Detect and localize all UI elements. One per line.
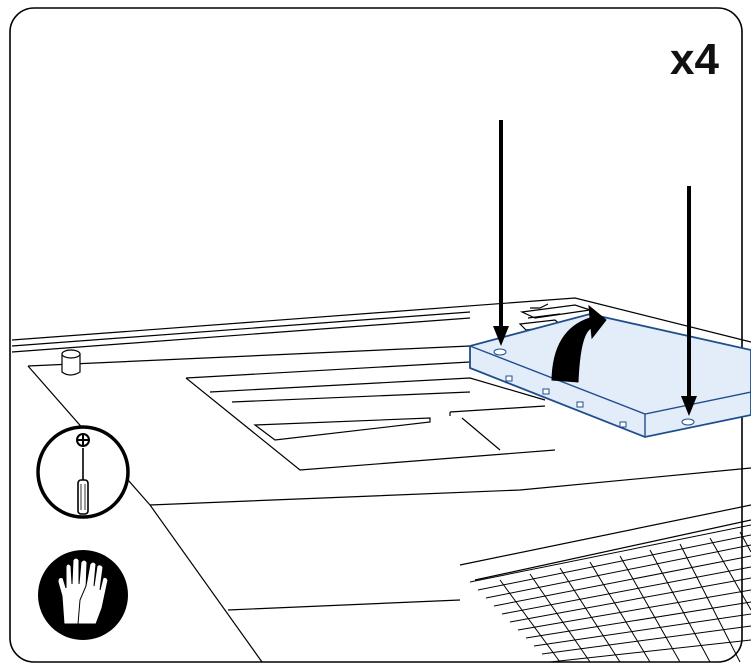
screw-arrow-left <box>493 120 509 346</box>
screw-hole-left <box>493 348 507 356</box>
screw-hole-right <box>681 418 695 426</box>
lift-arrow <box>551 304 607 383</box>
screw-arrow-right <box>681 186 697 416</box>
knob <box>61 349 81 376</box>
highlighted-panel <box>469 313 751 438</box>
quantity-label: x4 <box>670 35 719 84</box>
appliance-body <box>11 297 751 663</box>
vent-grille <box>469 524 751 663</box>
protective-gloves-icon <box>38 550 128 640</box>
phillips-screwdriver-icon <box>36 425 130 519</box>
illustration-border <box>9 7 743 663</box>
